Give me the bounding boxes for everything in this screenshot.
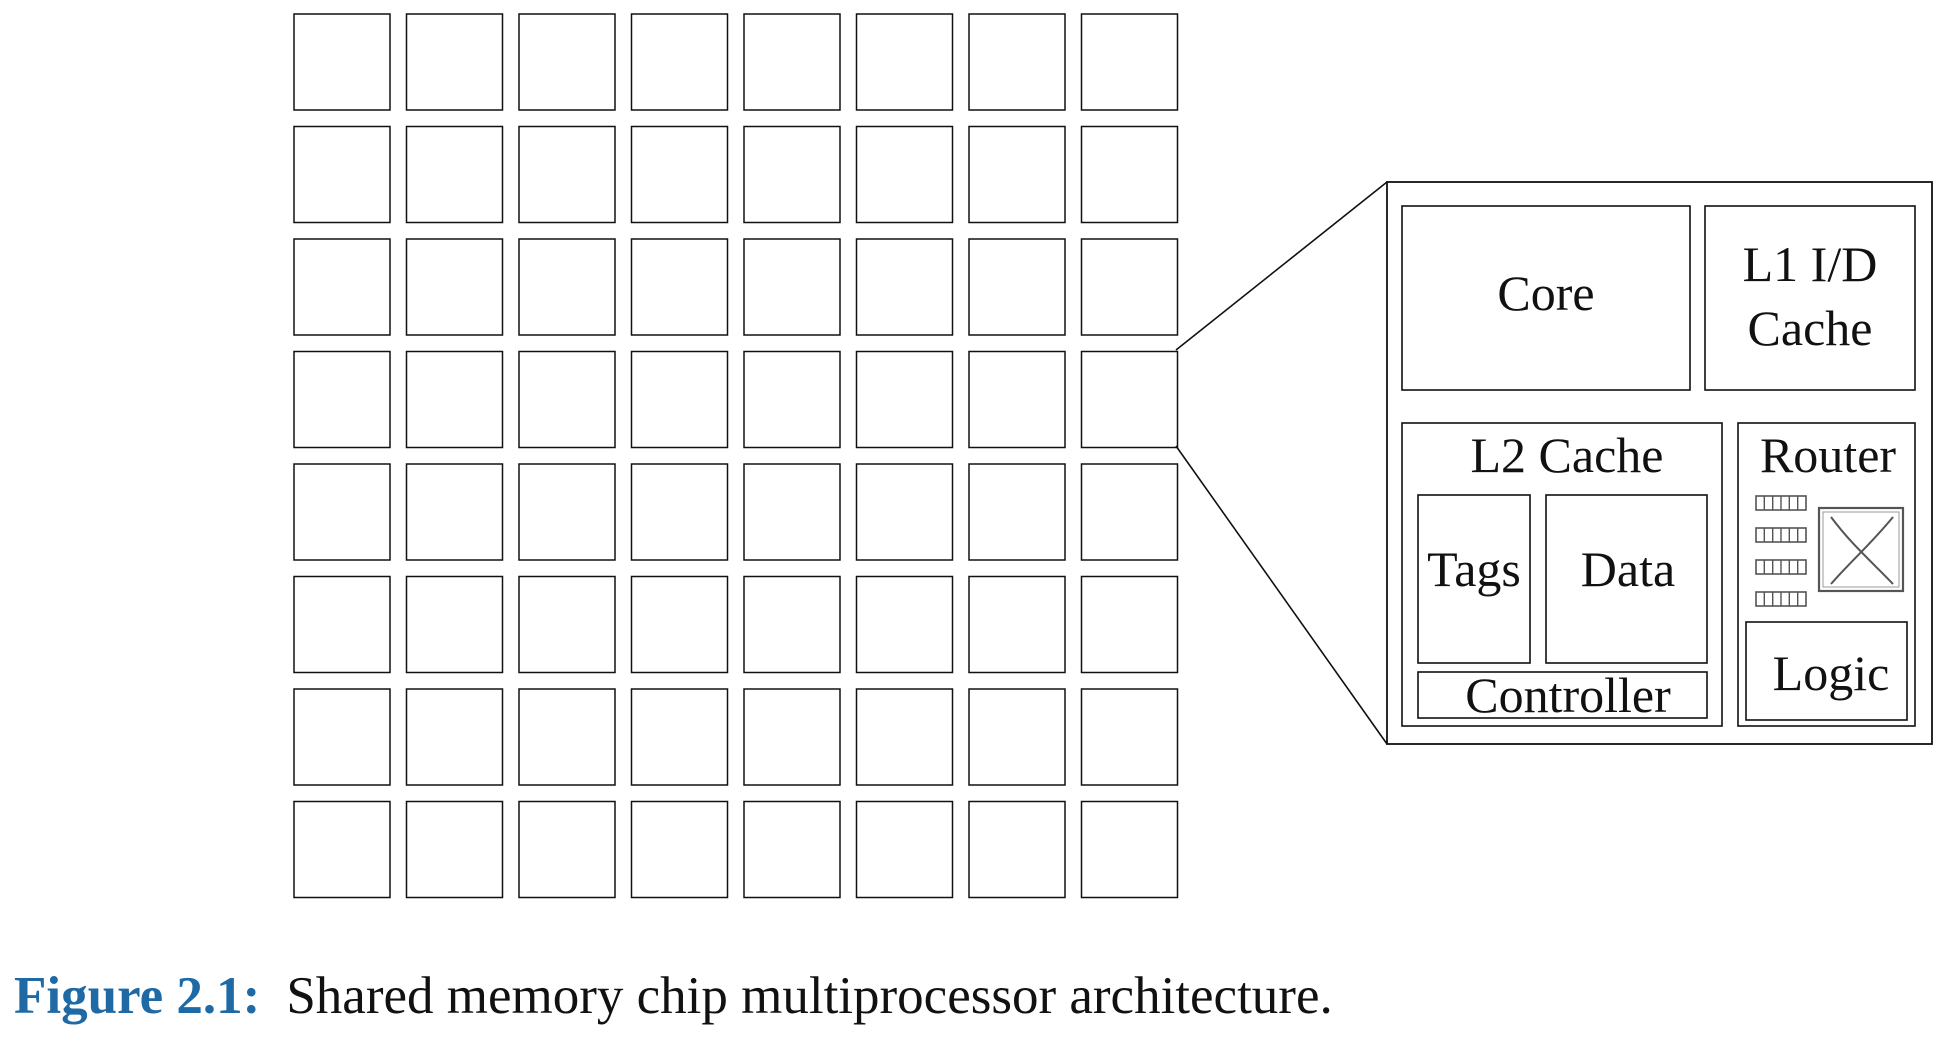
tile-detail-outline — [1386, 181, 1933, 745]
grid-tile — [518, 125, 616, 224]
grid-tile — [630, 125, 729, 224]
grid-tile — [405, 238, 504, 336]
grid-tile — [743, 688, 841, 786]
grid-tile — [855, 350, 954, 449]
grid-tile — [518, 463, 616, 561]
grid-tile — [1080, 238, 1179, 336]
grid-tile — [405, 13, 504, 111]
controller-label: Controller — [1465, 667, 1671, 723]
grid-tile — [518, 13, 616, 111]
logic-label: Logic — [1773, 645, 1890, 701]
grid-tile — [518, 688, 616, 786]
grid-tile — [968, 350, 1066, 449]
grid-tile — [630, 800, 729, 899]
grid-tile — [293, 800, 391, 899]
grid-tile — [518, 238, 616, 336]
grid-tile — [855, 238, 954, 336]
l1-cache-block — [1704, 205, 1916, 391]
figure-caption: Figure 2.1: Shared memory chip multiproce… — [14, 966, 1333, 1026]
grid-tile — [293, 350, 391, 449]
grid-tile — [518, 350, 616, 449]
grid-tile — [518, 575, 616, 674]
grid-tile — [968, 13, 1066, 111]
data-label: Data — [1581, 541, 1675, 597]
tags-label: Tags — [1427, 541, 1521, 597]
grid-tile — [405, 688, 504, 786]
data-block — [1545, 494, 1708, 664]
grid-tile — [405, 575, 504, 674]
grid-tile — [968, 125, 1066, 224]
grid-tile — [855, 13, 954, 111]
logic-block — [1745, 621, 1908, 721]
router-buffer-icon — [1755, 495, 1807, 511]
grid-tile — [743, 575, 841, 674]
grid-tile — [293, 463, 391, 561]
l2-cache-label: L2 Cache — [1471, 427, 1664, 483]
grid-tile — [743, 125, 841, 224]
zoom-line-bottom — [1175, 445, 1388, 745]
grid-tile — [1080, 688, 1179, 786]
grid-tile — [968, 575, 1066, 674]
core-block — [1401, 205, 1691, 391]
grid-tile — [630, 688, 729, 786]
router-buffers — [1755, 495, 1807, 607]
grid-tile — [630, 350, 729, 449]
grid-tile — [855, 800, 954, 899]
grid-tile — [405, 800, 504, 899]
grid-tile — [293, 13, 391, 111]
tile-grid — [293, 13, 1179, 899]
grid-tile — [518, 800, 616, 899]
grid-tile — [630, 238, 729, 336]
router-label: Router — [1760, 427, 1896, 483]
grid-tile — [743, 238, 841, 336]
grid-tile — [855, 575, 954, 674]
grid-tile — [743, 800, 841, 899]
figure-caption-text: Shared memory chip multiprocessor archit… — [286, 967, 1333, 1025]
grid-tile — [293, 575, 391, 674]
grid-tile — [630, 575, 729, 674]
grid-tile — [405, 125, 504, 224]
figure-caption-label: Figure 2.1: — [14, 967, 261, 1025]
grid-tile — [743, 350, 841, 449]
grid-tile — [1080, 350, 1179, 449]
grid-tile — [743, 463, 841, 561]
router-buffer-icon — [1755, 527, 1807, 543]
tile-detail-panel: Core L1 I/D Cache L2 Cache Tags Data Con… — [1386, 181, 1933, 745]
tags-block — [1417, 494, 1531, 664]
grid-tile — [293, 125, 391, 224]
grid-tile — [1080, 13, 1179, 111]
grid-tile — [1080, 800, 1179, 899]
router-block — [1737, 422, 1916, 727]
grid-tile — [968, 463, 1066, 561]
router-buffer-icon — [1755, 591, 1807, 607]
grid-tile — [743, 13, 841, 111]
grid-tile — [405, 463, 504, 561]
core-label: Core — [1497, 265, 1594, 321]
grid-tile — [968, 238, 1066, 336]
grid-tile — [405, 350, 504, 449]
grid-tile — [1080, 575, 1179, 674]
grid-tile — [855, 125, 954, 224]
grid-tile — [855, 688, 954, 786]
grid-tile — [1080, 463, 1179, 561]
grid-tile — [1080, 125, 1179, 224]
router-buffer-icon — [1755, 559, 1807, 575]
grid-tile — [855, 463, 954, 561]
grid-tile — [968, 688, 1066, 786]
grid-tile — [630, 13, 729, 111]
l1-cache-label-line1: L1 I/D — [1743, 236, 1878, 292]
zoom-line-top — [1175, 181, 1388, 351]
crossbar-icon — [1817, 506, 1905, 593]
grid-tile — [293, 688, 391, 786]
grid-tile — [968, 800, 1066, 899]
grid-tile — [630, 463, 729, 561]
l2-cache-block — [1401, 422, 1723, 727]
controller-block — [1417, 671, 1708, 719]
l1-cache-label-line2: Cache — [1748, 300, 1873, 356]
grid-tile — [293, 238, 391, 336]
